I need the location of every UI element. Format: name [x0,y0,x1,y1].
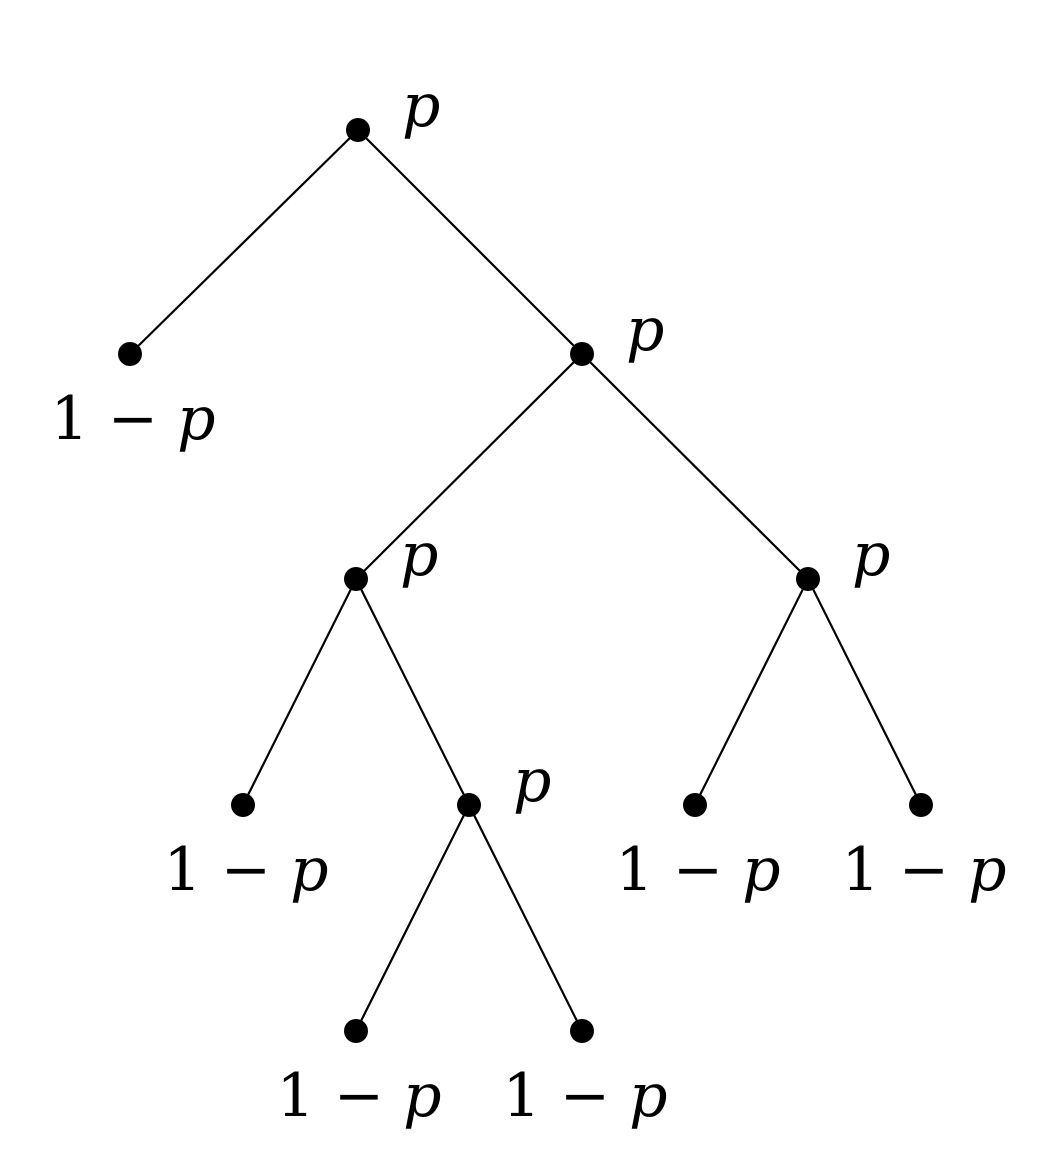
label-l4-leaf-a: 1 − p [276,1061,441,1131]
node-l4-leaf-b [570,1019,594,1043]
node-l1-right [570,342,594,366]
node-l3-leaf-a [231,793,255,817]
label-l1-left: 1 − p [50,384,215,454]
tree-nodes [118,118,933,1043]
node-l3-leaf-c [909,793,933,817]
label-l3-leaf-a: 1 − p [163,835,328,905]
node-l1-left [118,342,142,366]
node-l4-leaf-a [344,1019,368,1043]
edge-l1-right-to-l2-left [355,353,583,580]
label-l4-leaf-b: 1 − p [502,1061,667,1131]
node-root [346,118,370,142]
edge-root-to-l1-right [357,129,583,355]
edge-root-to-l1-left [129,129,359,355]
node-l3-leaf-b [683,793,707,817]
label-l3-leaf-c: 1 − p [841,835,1006,905]
edge-l2-right-to-l3-leaf-c [807,578,922,806]
tree-edges [129,129,922,1032]
label-l2-right: p [852,520,890,590]
label-l3-inner: p [513,746,551,816]
label-l3-leaf-b: 1 − p [615,835,780,905]
edge-l1-right-to-l2-right [581,353,809,580]
label-l1-right: p [626,295,664,365]
tree-labels: p 1 − p p p p 1 − p p 1 − p 1 − p 1 − p 1 − p [50,71,1006,1131]
edge-l3-inner-to-l4-leaf-a [355,804,470,1032]
node-l2-left [344,567,368,591]
label-root: p [402,71,440,141]
edge-l2-right-to-l3-leaf-b [694,578,809,806]
edge-l2-left-to-l3-leaf-a [242,578,357,806]
edge-l2-left-to-l3-inner [355,578,470,806]
edge-l3-inner-to-l4-leaf-b [468,804,583,1032]
node-l3-inner [457,793,481,817]
label-l2-left: p [400,520,438,590]
node-l2-right [796,567,820,591]
